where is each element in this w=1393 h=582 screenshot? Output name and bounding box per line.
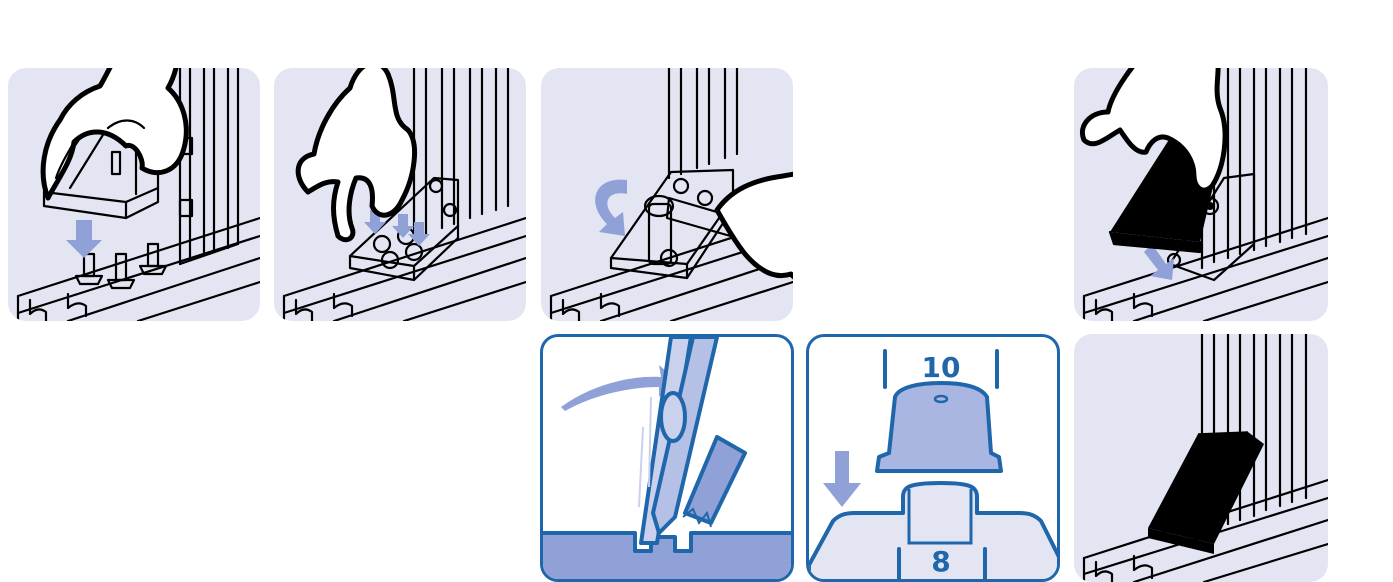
step-3-illustration (541, 68, 793, 321)
step-6-panel: 10 8 (806, 334, 1060, 582)
hand-icon (298, 68, 414, 240)
cap-icon (1148, 432, 1264, 554)
upright-profile (669, 68, 737, 178)
base-rail (18, 218, 260, 321)
step-4-panel (1074, 68, 1328, 321)
step-7-panel (1074, 334, 1328, 582)
step-7-illustration (1074, 334, 1328, 582)
down-arrow-icon (66, 220, 102, 258)
curved-arrow-icon (561, 365, 675, 411)
step-2-panel (274, 68, 526, 321)
hand-icon (717, 172, 793, 283)
down-arrow-icon (823, 451, 861, 507)
cap-size-large-label: 10 (911, 351, 971, 384)
ground-surface (543, 533, 794, 582)
rotate-arrow-icon (595, 180, 627, 236)
hand-icon (43, 68, 186, 198)
step-3-panel (541, 68, 793, 321)
upright-profile (414, 68, 508, 238)
cap-large (877, 383, 1001, 471)
step-1-panel (8, 68, 260, 321)
step-5-panel (540, 334, 794, 582)
step-2-illustration (274, 68, 526, 321)
cap-size-small-label: 8 (911, 545, 971, 578)
step-1-illustration (8, 68, 260, 321)
step-5-illustration (543, 337, 794, 582)
step-4-illustration (1074, 68, 1328, 321)
